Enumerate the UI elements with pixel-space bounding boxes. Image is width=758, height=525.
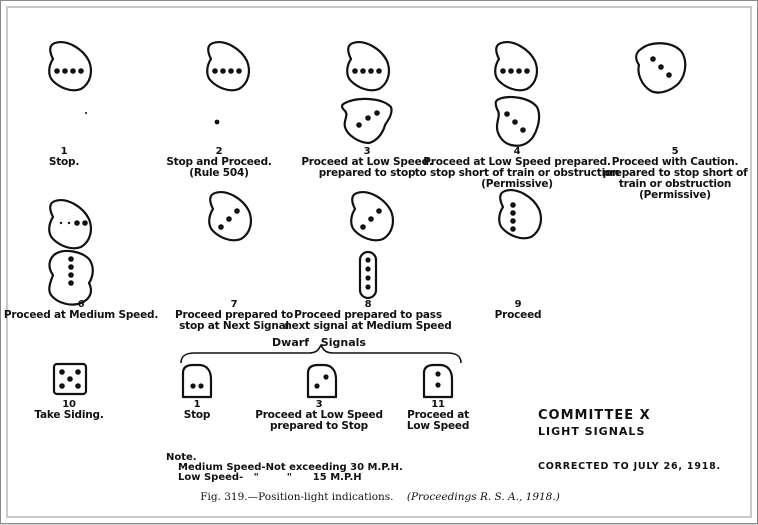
figure-caption: Fig. 319.—Position-light indications. (P…	[1, 491, 758, 503]
committee-block: COMMITTEE X LIGHT SIGNALS	[538, 408, 651, 438]
signal-4-text-1: Proceed at Low Speed prepared.	[423, 156, 611, 168]
signal-2-number: 2	[215, 146, 223, 157]
dwarf-signal-3-lamps	[314, 374, 329, 389]
signal-1-number: 1	[60, 146, 68, 157]
signal-1-label: 1 Stop.	[48, 146, 80, 168]
signal-5-text-2: prepared to stop short of	[602, 167, 748, 179]
signal-10-head	[52, 362, 88, 396]
signal-4-head-top	[494, 41, 538, 92]
signal-4-text-2: to stop short of train or obstruction	[414, 167, 620, 179]
signal-3-lamps	[352, 68, 382, 128]
dwarf-signal-11-text-1: Proceed at	[407, 409, 469, 421]
signal-4-lamps	[500, 68, 530, 133]
signal-8-number: 8	[364, 299, 372, 310]
signal-6-label: 6 Proceed at Medium Speed.	[4, 299, 158, 321]
caption-citation: (Proceedings R. S. A., 1918.)	[406, 491, 560, 503]
signal-10-number: 10	[62, 399, 76, 410]
signal-9-number: 9	[514, 299, 522, 310]
signal-9-text: Proceed	[494, 309, 542, 321]
signal-6-lamps	[59, 220, 88, 286]
signal-2-head	[206, 41, 250, 92]
signal-6-head-top	[48, 199, 92, 250]
signal-5-number: 5	[671, 146, 679, 157]
signal-2-label: 2 Stop and Proceed. (Rule 504)	[166, 146, 272, 179]
signal-1-head	[48, 41, 92, 92]
signal-4-number: 4	[513, 146, 521, 157]
caption-fig: Fig. 319.—Position-light indications.	[200, 491, 394, 503]
signal-5-lamps	[650, 56, 672, 78]
signal-7-text-1: Proceed prepared to	[174, 309, 294, 321]
signal-8-label: 8 Proceed prepared to pass next signal a…	[284, 299, 451, 332]
signal-2-text-1: Stop and Proceed.	[166, 156, 272, 168]
signal-10-text: Take Siding.	[34, 409, 104, 421]
signal-3-text-1: Proceed at Low Speed.	[301, 156, 433, 168]
dwarf-signal-11-head	[422, 363, 454, 399]
dwarf-signals-bracket	[180, 344, 462, 364]
dwarf-signal-3-text-1: Proceed at Low Speed	[255, 409, 383, 421]
dwarf-signal-11-number: 11	[431, 399, 445, 410]
signal-1-lamps	[54, 68, 84, 74]
signal-2-lamps	[212, 68, 242, 125]
dwarf-signal-11-text-2: Low Speed	[406, 420, 470, 432]
dwarf-signal-11-label: 11 Proceed at Low Speed	[406, 399, 470, 432]
signal-9-head	[498, 189, 542, 240]
signal-5-label: 5 Proceed with Caution. prepared to stop…	[602, 146, 747, 201]
signal-3-head-top	[346, 41, 390, 92]
signal-10-lamps	[59, 369, 81, 389]
signal-1-text: Stop.	[48, 156, 80, 168]
signal-5-text-3: train or obstruction	[618, 178, 732, 190]
dwarf-signals-title: Dwarf Signals	[272, 336, 366, 349]
signal-3-text-2: prepared to stop	[318, 167, 416, 179]
signal-6-number: 6	[77, 299, 85, 310]
dwarf-signal-1-number: 1	[193, 399, 201, 410]
signal-9-lamps	[510, 202, 516, 232]
note-line-low: Low Speed- " " 15 M.P.H	[178, 472, 362, 483]
signal-7-head	[208, 191, 252, 242]
signal-4-label: 4 Proceed at Low Speed prepared. to stop…	[415, 146, 620, 190]
signal-7-text-2: stop at Next Signal	[179, 320, 289, 332]
signal-5-text-1: Proceed with Caution.	[611, 156, 739, 168]
signal-4-text-3: (Permissive)	[481, 178, 553, 190]
signal-6-text: Proceed at Medium Speed.	[3, 309, 159, 321]
dwarf-signal-3-label: 3 Proceed at Low Speed prepared to Stop	[255, 399, 383, 432]
signal-6-head-bottom	[48, 249, 94, 306]
signal-8-lamps	[360, 208, 382, 290]
signal-8-text-1: Proceed prepared to pass	[294, 309, 442, 321]
signal-10-label: 10 Take Siding.	[34, 399, 103, 421]
signal-3-head-bottom	[340, 97, 393, 145]
signal-9-label: 9 Proceed	[495, 299, 542, 321]
dwarf-signal-1-lamps	[190, 383, 204, 389]
speed-note: Note. Medium Speed-Not exceeding 30 M.P.…	[166, 453, 403, 483]
committee-title: COMMITTEE X	[538, 408, 651, 423]
note-heading: Note.	[166, 452, 197, 463]
figure-frame	[6, 6, 752, 518]
signal-5-text-4: (Permissive)	[639, 189, 711, 201]
dwarf-signal-1-label: 1 Stop	[184, 399, 211, 421]
dwarf-signal-3-text-2: prepared to Stop	[270, 420, 368, 432]
dwarf-signal-1-head	[181, 363, 213, 399]
signal-4-head-bottom	[494, 96, 541, 147]
signal-7-number: 7	[230, 299, 238, 310]
dwarf-signal-1-text: Stop	[183, 409, 211, 421]
dwarf-signal-3-number: 3	[315, 399, 323, 410]
note-line-medium: Medium Speed-Not exceeding 30 M.P.H.	[178, 462, 403, 473]
committee-subtitle: LIGHT SIGNALS	[538, 425, 646, 438]
dwarf-signal-11-lamps	[435, 371, 441, 388]
signal-5-head	[635, 42, 687, 94]
dwarf-signal-3-head	[306, 363, 338, 399]
signal-2-text-2: (Rule 504)	[189, 167, 249, 179]
signal-3-label: 3 Proceed at Low Speed. prepared to stop	[301, 146, 433, 179]
signal-8-head-top	[350, 191, 394, 242]
corrected-date: CORRECTED TO JULY 26, 1918.	[538, 461, 721, 472]
signal-7-label: 7 Proceed prepared to stop at Next Signa…	[175, 299, 293, 332]
signal-1-marker	[85, 112, 87, 114]
signal-7-lamps	[218, 208, 240, 230]
signal-8-text-2: next signal at Medium Speed	[284, 320, 452, 332]
signal-8-head-bottom	[358, 250, 378, 300]
signal-3-number: 3	[363, 146, 371, 157]
